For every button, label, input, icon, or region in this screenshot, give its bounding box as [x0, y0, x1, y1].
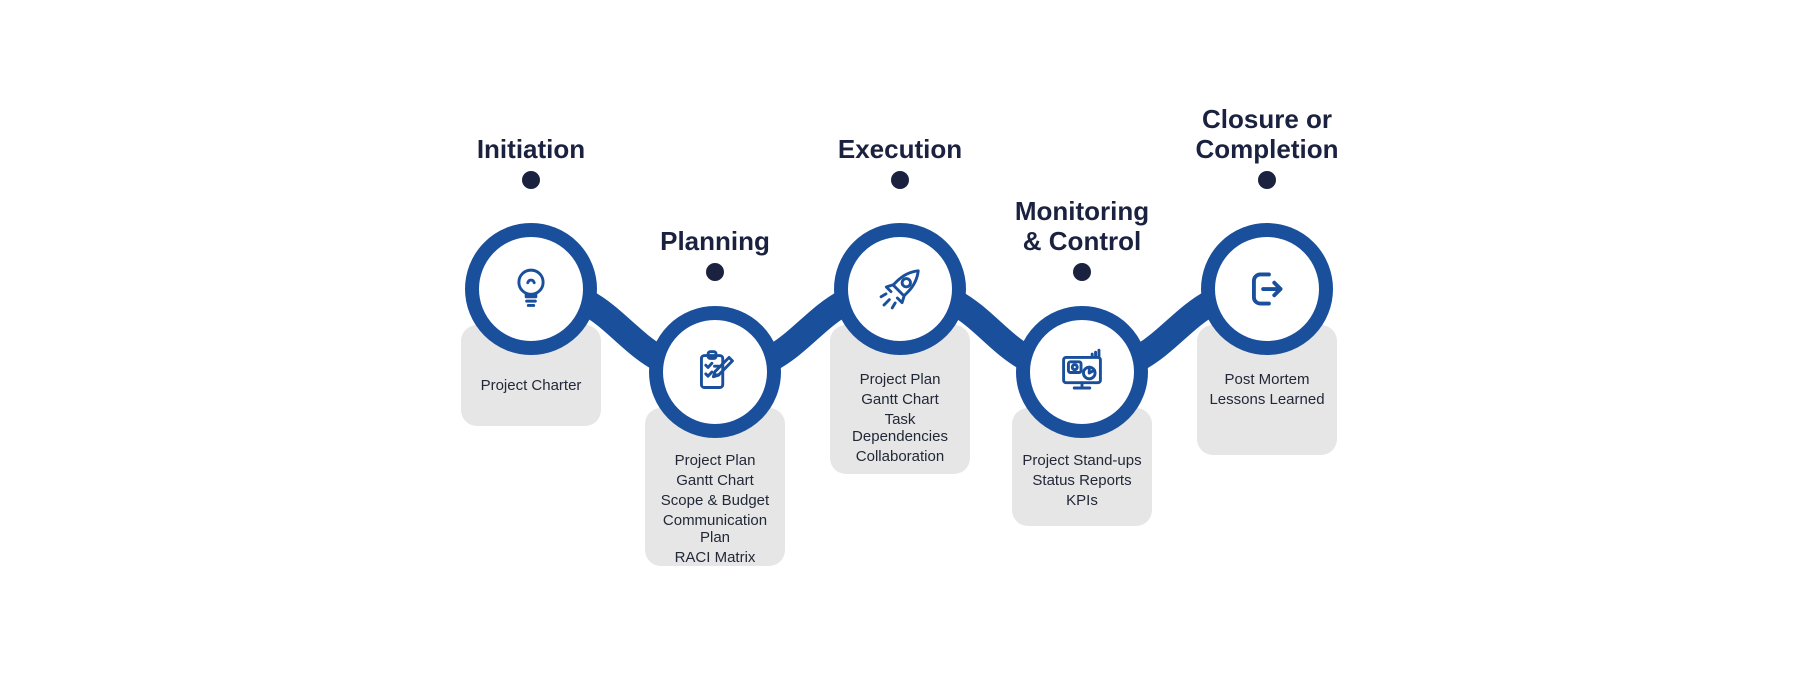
phase-title: Execution	[770, 134, 1030, 164]
phase-title: Initiation	[401, 134, 661, 164]
phase-circle	[834, 223, 966, 355]
deliverable-item: Task Dependencies	[852, 411, 948, 445]
deliverable-item: Gantt Chart	[861, 391, 939, 408]
deliverable-item: Project Plan	[674, 452, 756, 469]
deliverable-item: Lessons Learned	[1209, 391, 1325, 408]
phase-title-line: Planning	[660, 226, 770, 256]
exit-arrow-icon	[1251, 272, 1283, 306]
deliverable-item: Project Charter	[480, 377, 582, 394]
deliverables-card: Project Plan Gantt Chart Scope & Budget …	[645, 408, 785, 566]
deliverable-item: Collaboration	[855, 448, 945, 465]
deliverable-item: RACI Matrix	[674, 549, 756, 566]
lightbulb-icon	[517, 268, 545, 307]
deliverable-item: Post Mortem	[1224, 371, 1310, 388]
phase-title: Planning	[585, 226, 845, 256]
rocket-icon	[879, 269, 920, 310]
phase-title-line: & Control	[1022, 226, 1142, 256]
deliverable-item: Project Plan	[859, 371, 941, 388]
phase-circle	[1016, 306, 1148, 438]
phase-title-line: Initiation	[476, 134, 586, 164]
phase-circle	[465, 223, 597, 355]
phase-circle	[1201, 223, 1333, 355]
clipboard-checklist-icon	[699, 350, 734, 389]
deliverable-item: Scope & Budget	[660, 492, 770, 509]
phase-marker-dot	[522, 171, 540, 189]
phase-circle	[649, 306, 781, 438]
deliverables-card: Project Stand-ups Status Reports KPIs	[1012, 408, 1152, 526]
phase-marker-dot	[1258, 171, 1276, 189]
deliverable-item: Gantt Chart	[676, 472, 754, 489]
deliverable-item: Status Reports	[1032, 472, 1132, 489]
phase-marker-dot	[1073, 263, 1091, 281]
phase-title: Monitoring & Control	[952, 196, 1212, 256]
deliverable-item: Project Stand-ups	[1022, 452, 1142, 469]
monitor-analytics-icon	[1062, 348, 1102, 390]
phase-title-line: Monitoring	[1014, 196, 1150, 226]
phase-title-line: Execution	[837, 134, 963, 164]
phase-marker-dot	[706, 263, 724, 281]
phase-title-line: Completion	[1195, 134, 1339, 164]
phase-marker-dot	[891, 171, 909, 189]
phase-title: Closure or Completion	[1137, 104, 1397, 164]
deliverable-item: KPIs	[1066, 492, 1098, 509]
phase-title-line: Closure or	[1201, 104, 1333, 134]
deliverable-item: Communication Plan	[662, 512, 768, 546]
